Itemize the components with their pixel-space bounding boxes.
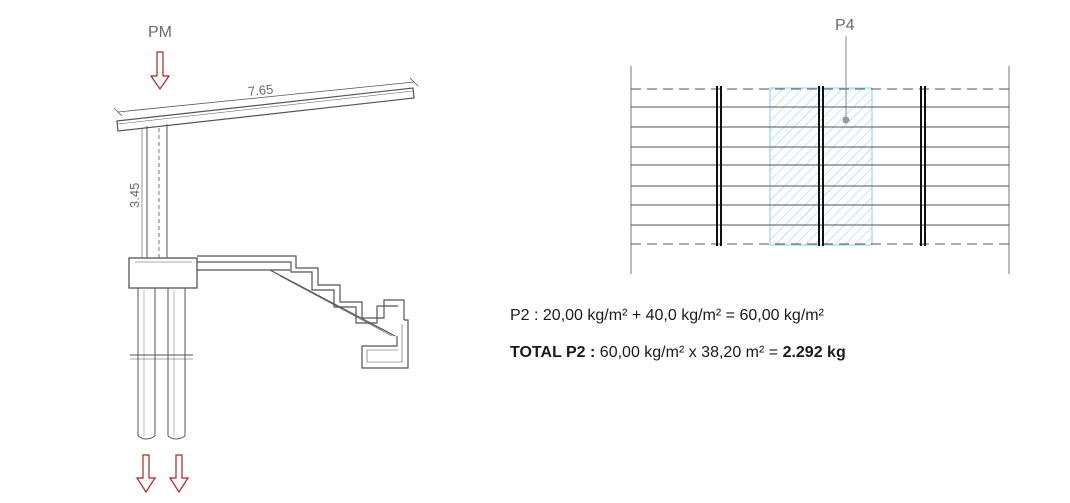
span-dimension-text: 7.65 [247, 81, 274, 99]
plan-label: P4 [835, 17, 855, 34]
calc-total-label: TOTAL P2 : [510, 344, 596, 361]
height-dimension-text: 3.45 [127, 183, 142, 208]
calc-total-formula: 60,00 kg/m² x 38,20 m² = [599, 344, 779, 361]
roof-beam [116, 87, 415, 132]
stair-section [197, 255, 409, 369]
piles [130, 288, 193, 440]
tributary-area [769, 87, 873, 246]
calc-line-1-text: P2 : 20,00 kg/m² + 40,0 kg/m² = 60,00 kg… [510, 307, 824, 324]
calc-line-2: TOTAL P2 : 60,00 kg/m² x 38,20 m² = 2.29… [510, 344, 846, 362]
section-drawing: PM 7.65 3.45 [113, 24, 419, 494]
pile-down-arrow-icon [168, 454, 190, 494]
span-dimension-line [117, 81, 415, 113]
pm-down-arrow-icon [149, 51, 171, 91]
pm-label: PM [148, 24, 172, 41]
plan-beams [716, 86, 926, 246]
pile-down-arrow-icon [135, 454, 157, 494]
calc-line-1: P2 : 20,00 kg/m² + 40,0 kg/m² = 60,00 kg… [510, 307, 824, 325]
plan-drawing: P4 [630, 17, 1010, 274]
calc-total-result: 2.292 kg [782, 344, 846, 361]
footing-cap [128, 257, 198, 289]
